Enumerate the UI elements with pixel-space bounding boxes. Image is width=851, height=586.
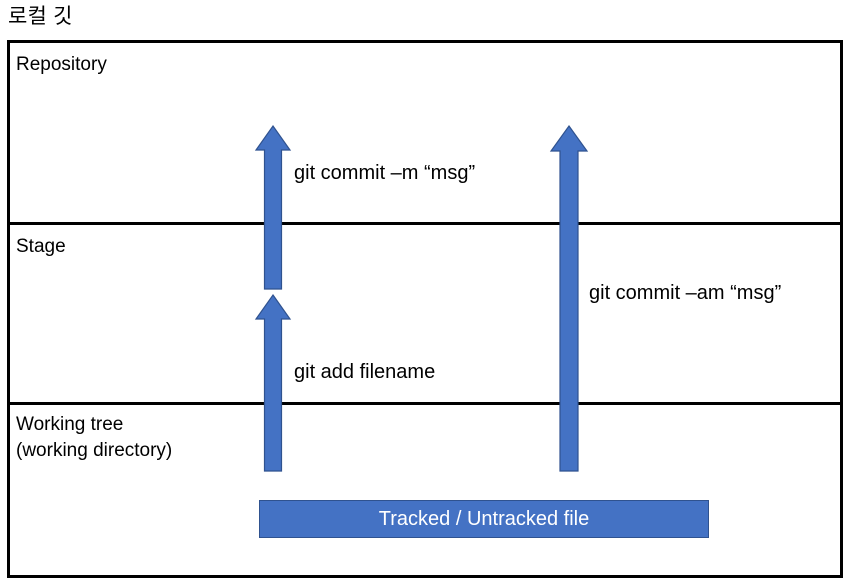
caption-git-commit-m: git commit –m “msg” bbox=[294, 162, 476, 184]
band-label-repository: Repository bbox=[16, 54, 107, 75]
caption-git-add: git add filename bbox=[294, 361, 436, 383]
caption-git-commit-am: git commit –am “msg” bbox=[589, 282, 782, 304]
arrow-git-add-icon[interactable] bbox=[254, 293, 292, 472]
divider-stage-working-tree bbox=[7, 402, 843, 405]
arrow-commit-am-icon[interactable] bbox=[549, 124, 589, 472]
band-label-stage: Stage bbox=[16, 236, 66, 257]
local-git-frame bbox=[7, 40, 843, 578]
tracked-untracked-file-bar[interactable]: Tracked / Untracked file bbox=[259, 500, 709, 538]
arrow-commit-m-icon[interactable] bbox=[254, 124, 292, 290]
divider-repository-stage bbox=[7, 222, 843, 225]
band-label-working-tree: Working tree (working directory) bbox=[16, 414, 173, 461]
page-title: 로컬 깃 bbox=[8, 5, 73, 28]
tracked-untracked-file-label: Tracked / Untracked file bbox=[378, 508, 590, 530]
